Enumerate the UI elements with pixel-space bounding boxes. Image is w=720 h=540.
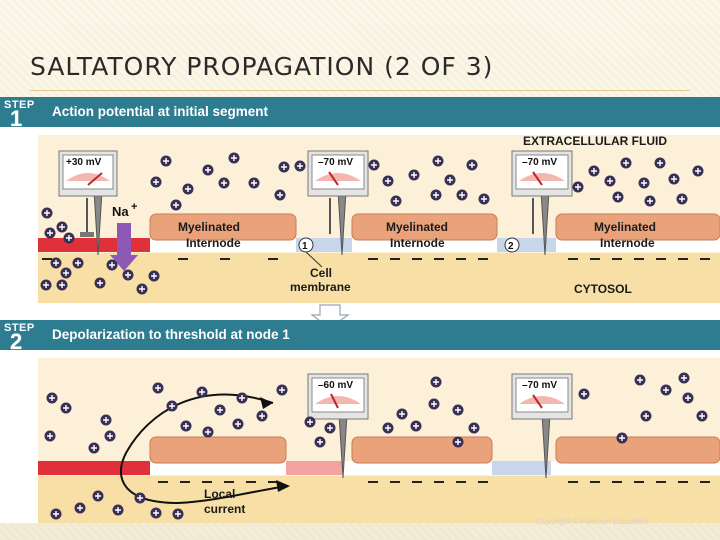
step1-title: Action potential at initial segment (52, 104, 268, 119)
step1-number: 1 (10, 106, 22, 132)
title-divider (30, 90, 690, 91)
node-1-threshold (286, 461, 342, 475)
myelin-label-bottom-3: Internode (600, 236, 655, 250)
voltmeter-step2-1-reading: –60 mV (318, 380, 353, 391)
voltmeter-1-reading: +30 mV (66, 157, 102, 168)
node-2-label: 2 (508, 241, 514, 252)
step2-panel: –60 mV –70 mV Local current (38, 358, 720, 523)
step2-number: 2 (10, 329, 22, 355)
myelin-label-bottom-1: Internode (186, 236, 241, 250)
depolarized-segment-2 (38, 461, 150, 475)
slide-title: SALTATORY PROPAGATION (2 OF 3) (30, 52, 493, 81)
myelin-label-top-3: Myelinated (594, 220, 656, 234)
step2-title: Depolarization to threshold at node 1 (52, 327, 290, 342)
cell-membrane-label-line1: Cell (310, 266, 332, 280)
myelin-sheath-step2-3 (556, 437, 720, 463)
sodium-ion-charge: + (131, 201, 137, 213)
depolarized-initial-segment (38, 238, 150, 252)
node-2-resting-2 (492, 461, 551, 475)
local-current-label-line2: current (204, 502, 245, 516)
step1-diagram: Myelinated Internode Myelinated Internod… (38, 135, 720, 303)
voltmeter-2-reading: –70 mV (318, 157, 353, 168)
step1-panel: Myelinated Internode Myelinated Internod… (38, 135, 720, 303)
node-1-label: 1 (302, 241, 308, 252)
local-current-label-line1: Local (204, 487, 235, 501)
step1-header: STEP 1 Action potential at initial segme… (0, 97, 720, 127)
step2-diagram: –60 mV –70 mV Local current (38, 358, 720, 523)
voltmeter-step2-2-reading: –70 mV (522, 380, 557, 391)
cell-membrane-label-line2: membrane (290, 280, 351, 294)
cytosol-label: CYTOSOL (574, 282, 632, 296)
footer-credit: Copyright © Pearson Education (536, 517, 648, 526)
figure: STEP 1 Action potential at initial segme… (0, 97, 720, 523)
extracellular-fluid-label: EXTRACELLULAR FLUID (523, 135, 667, 148)
voltmeter-3-reading: –70 mV (522, 157, 557, 168)
myelin-label-top-2: Myelinated (386, 220, 448, 234)
step2-header: STEP 2 Depolarization to threshold at no… (0, 320, 720, 350)
myelin-label-bottom-2: Internode (390, 236, 445, 250)
myelin-label-top-1: Myelinated (178, 220, 240, 234)
sodium-ion-label: Na (112, 204, 129, 219)
myelin-sheath-step2-2 (352, 437, 492, 463)
myelin-sheath-step2-1 (150, 437, 286, 463)
